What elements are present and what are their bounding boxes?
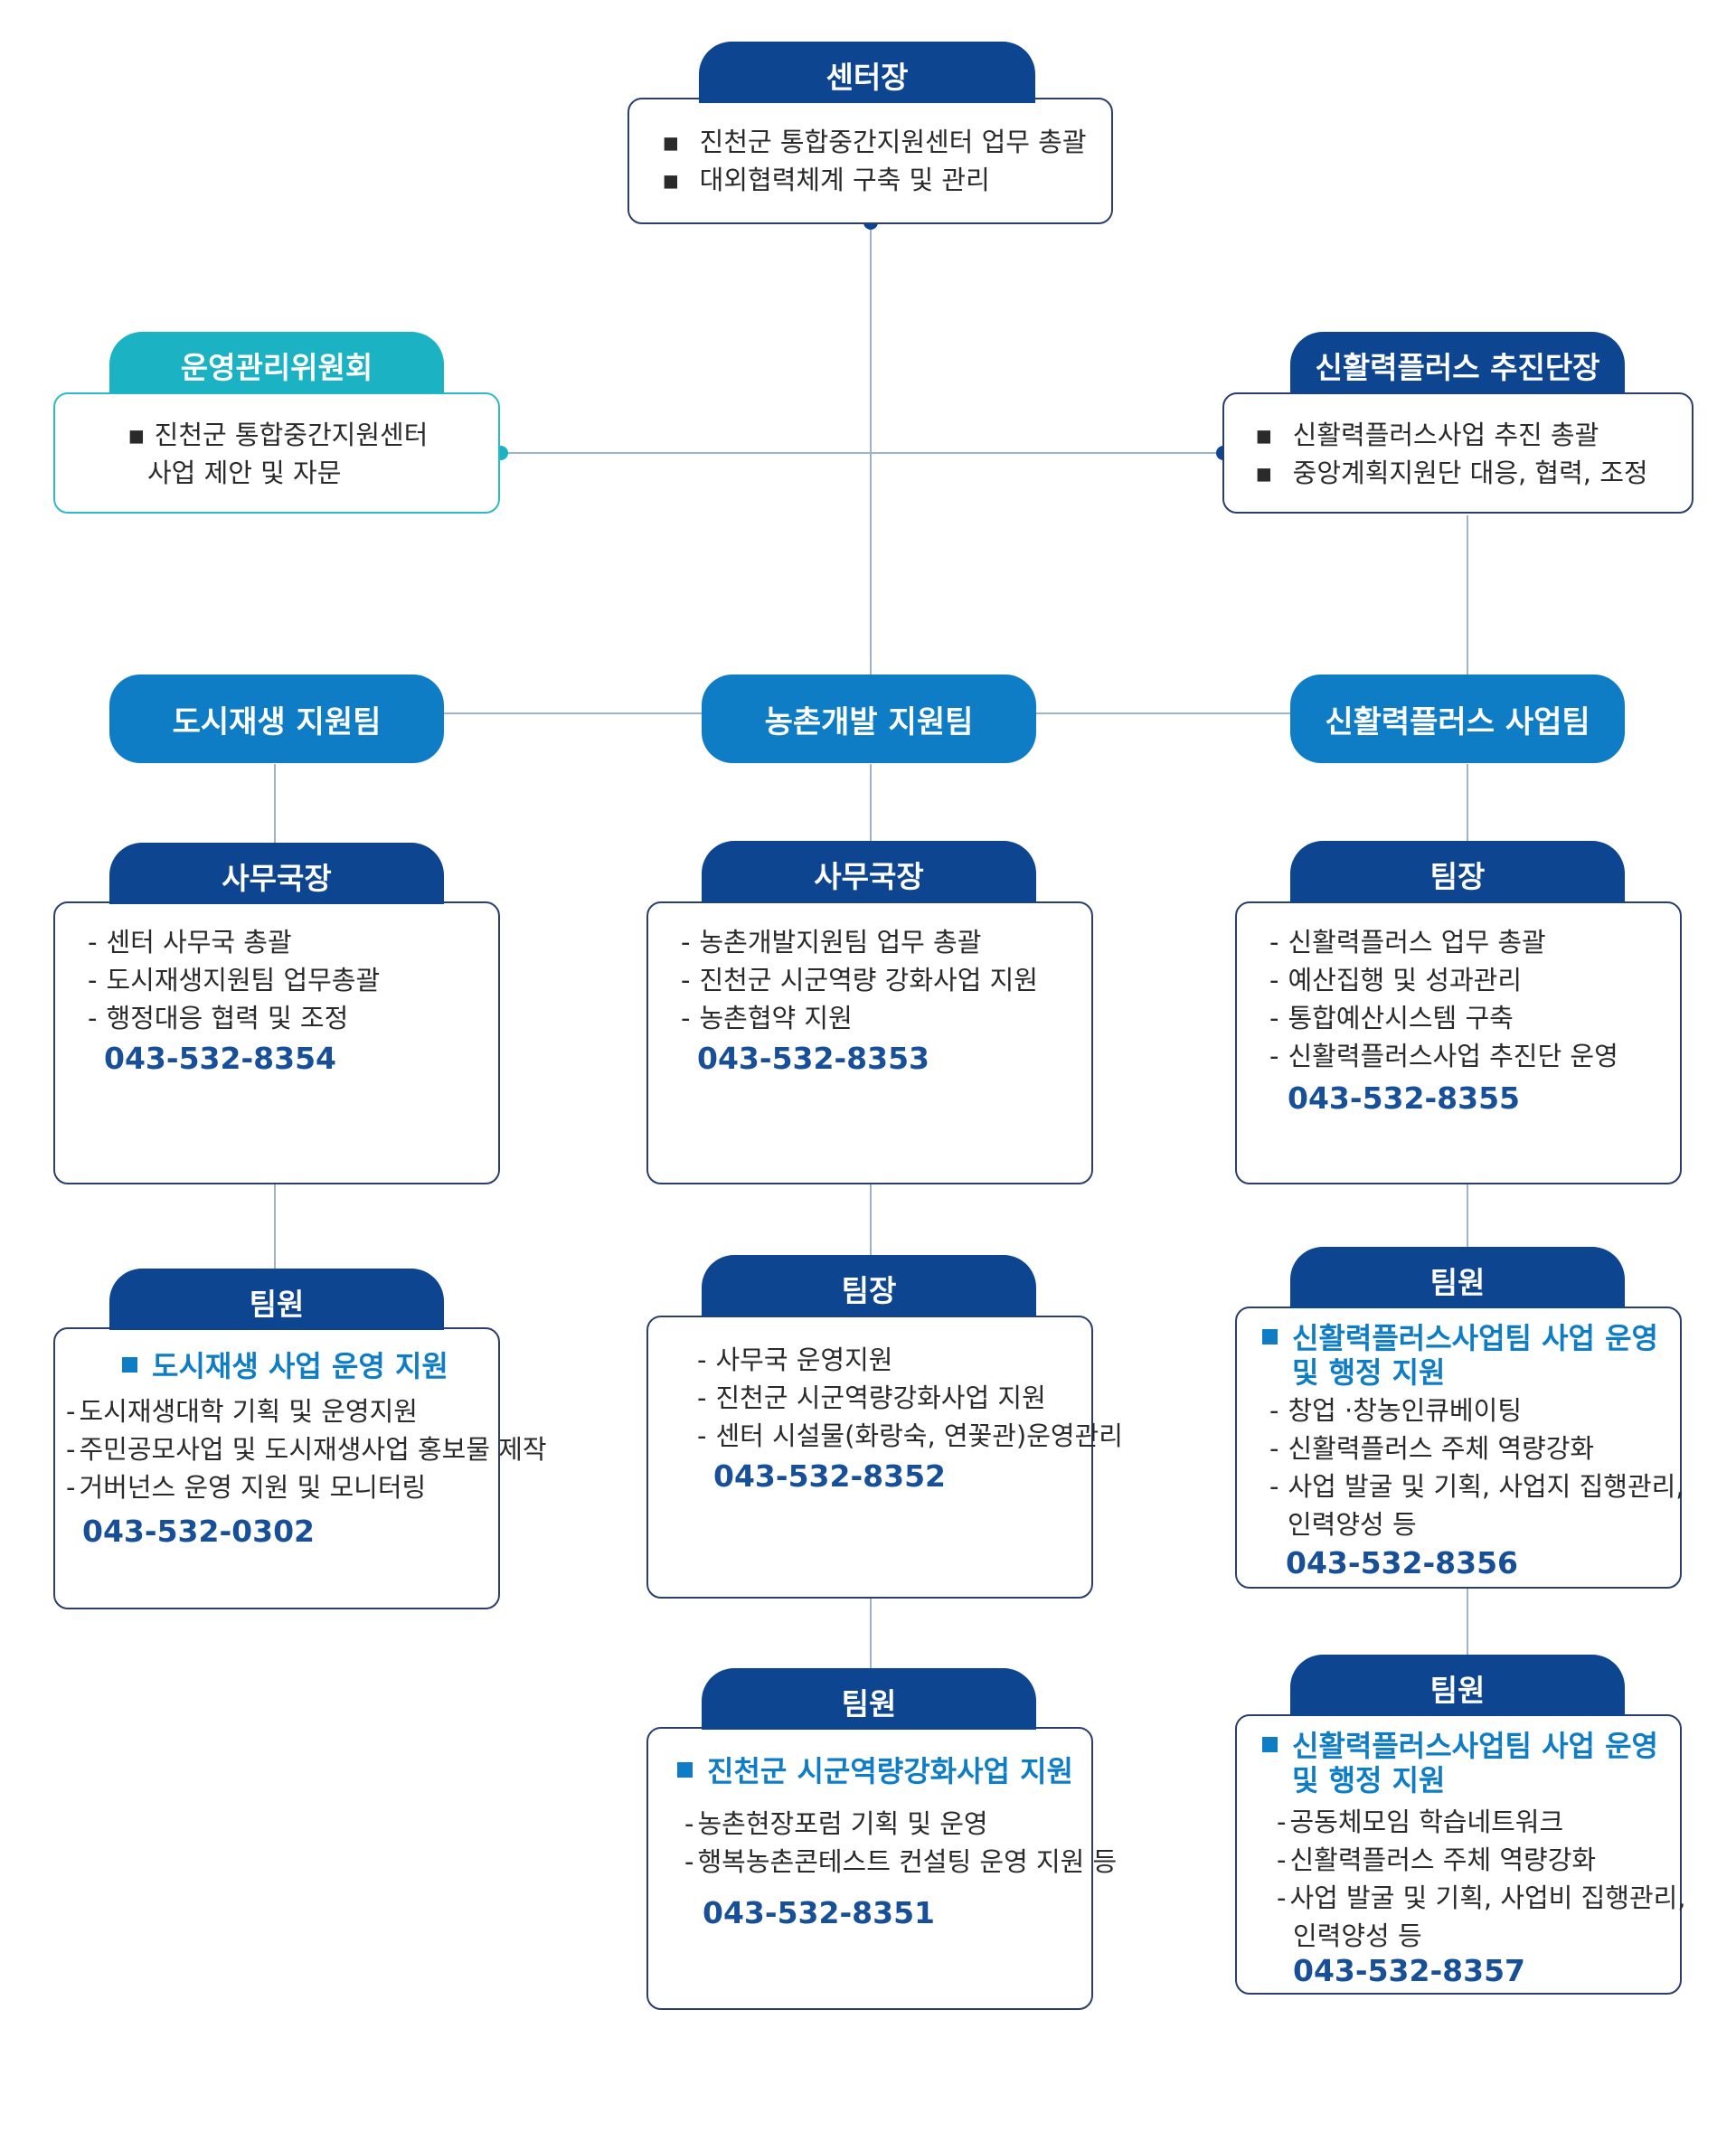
phone-number: 043-532-8351: [703, 1895, 936, 1930]
director-box: ▪진천군 통합중간지원센터 업무 총괄 ▪대외협력체계 구축 및 관리: [627, 98, 1113, 224]
bullet-marker: ▪: [127, 420, 146, 450]
committee-tab: 운영관리위원회: [109, 332, 444, 393]
bullet-marker: ▪: [1255, 420, 1273, 450]
urban-secretary-tab: 사무국장: [109, 843, 444, 904]
urban-member-items: -도시재생대학 기획 및 운영지원 -주민공모사업 및 도시재생사업 홍보물 제…: [66, 1392, 547, 1506]
list-item: ▪신활력플러스사업 추진 총괄: [1255, 416, 1648, 454]
square-bullet-icon: [122, 1357, 137, 1373]
list-item: -농촌현장포럼 기획 및 운영: [684, 1808, 988, 1839]
phone-number: 043-532-8352: [713, 1458, 947, 1494]
rural-leader-tab: 팀장: [702, 1255, 1036, 1316]
phone-number: 043-532-0302: [82, 1514, 316, 1549]
plus-member2-items: -공동체모임 학습네트워크 -신활력플러스 주체 역량강화 -사업 발굴 및 기…: [1277, 1803, 1686, 1955]
list-item: -신활력플러스 업무 총괄: [1269, 927, 1546, 958]
list-item: -농촌협약 지원: [681, 1003, 853, 1033]
square-bullet-icon: [1262, 1329, 1278, 1344]
phone-number: 043-532-8353: [697, 1041, 930, 1076]
phone-number: 043-532-8357: [1293, 1953, 1526, 1988]
section-heading: 도시재생 사업 운영 지원: [122, 1349, 448, 1383]
team-rural-pill: 농촌개발 지원팀: [702, 675, 1036, 763]
team-plus-pill: 신활력플러스 사업팀: [1290, 675, 1625, 763]
list-item: -예산집행 및 성과관리: [1269, 965, 1523, 995]
bullet-marker: ▪: [662, 165, 680, 195]
team-urban-pill: 도시재생 지원팀: [109, 675, 444, 763]
list-item: -사무국 운영지원: [697, 1344, 893, 1375]
section-heading: 진천군 시군역량강화사업 지원: [677, 1754, 1073, 1788]
bullet-marker: ▪: [662, 127, 680, 157]
plus-member1-tab: 팀원: [1290, 1247, 1625, 1308]
phone-number: 043-532-8355: [1288, 1080, 1521, 1116]
list-item: 인력양성 등: [1288, 1509, 1417, 1540]
list-item: -거버넌스 운영 지원 및 모니터링: [66, 1472, 427, 1503]
plus-member2-tab: 팀원: [1290, 1655, 1625, 1716]
list-item: -주민공모사업 및 도시재생사업 홍보물 제작: [66, 1434, 547, 1465]
director-items: ▪진천군 통합중간지원센터 업무 총괄 ▪대외협력체계 구축 및 관리: [662, 123, 1087, 199]
list-item: ▪진천군 통합중간지원센터: [127, 416, 428, 454]
list-item: -농촌개발지원팀 업무 총괄: [681, 927, 982, 958]
rural-member-items: -농촌현장포럼 기획 및 운영 -행복농촌콘테스트 컨설팅 운영 지원 등: [684, 1805, 1117, 1881]
list-item: ▪진천군 통합중간지원센터 업무 총괄: [662, 123, 1087, 161]
rural-member-box: 진천군 시군역량강화사업 지원 -농촌현장포럼 기획 및 운영 -행복농촌콘테스…: [646, 1727, 1117, 2010]
phone-number: 043-532-8356: [1286, 1545, 1519, 1580]
director-tab: 센터장: [699, 42, 1035, 103]
plus-head-items: ▪신활력플러스사업 추진 총괄 ▪중앙계획지원단 대응, 협력, 조정: [1255, 416, 1648, 492]
urban-member-box: 도시재생 사업 운영 지원 -도시재생대학 기획 및 운영지원 -주민공모사업 …: [53, 1327, 547, 1609]
list-item: -신활력플러스 주체 역량강화: [1269, 1433, 1595, 1464]
phone-number: 043-532-8354: [104, 1041, 337, 1076]
plus-leader-tab: 팀장: [1290, 841, 1625, 902]
plus-head-tab: 신활력플러스 추진단장: [1290, 332, 1625, 393]
list-item: 사업 제안 및 자문: [147, 458, 342, 488]
list-item: 인력양성 등: [1293, 1920, 1422, 1951]
plus-member1-items: -창업 ·창농인큐베이팅 -신활력플러스 주체 역량강화 -사업 발굴 및 기획…: [1269, 1392, 1684, 1543]
list-item: -센터 시설물(화랑숙, 연꽃관)운영관리: [697, 1420, 1123, 1451]
rural-member-tab: 팀원: [702, 1668, 1036, 1730]
rural-secretary-box: -농촌개발지원팀 업무 총괄 -진천군 시군역량 강화사업 지원 -농촌협약 지…: [646, 901, 1093, 1184]
rural-secretary-tab: 사무국장: [702, 841, 1036, 902]
list-item: -신활력플러스사업 추진단 운영: [1269, 1041, 1618, 1071]
rural-leader-box: -사무국 운영지원 -진천군 시군역량강화사업 지원 -센터 시설물(화랑숙, …: [646, 1316, 1123, 1599]
urban-secretary-items: -센터 사무국 총괄 -도시재생지원팀 업무총괄 -행정대응 협력 및 조정: [88, 923, 380, 1037]
list-item: -사업 발굴 및 기획, 사업지 집행관리,: [1269, 1471, 1684, 1502]
list-item: -진천군 시군역량강화사업 지원: [697, 1382, 1046, 1413]
list-item: -신활력플러스 주체 역량강화: [1277, 1844, 1597, 1875]
square-bullet-icon: [1262, 1737, 1278, 1752]
list-item: -창업 ·창농인큐베이팅: [1269, 1395, 1523, 1426]
plus-head-box: ▪신활력플러스사업 추진 총괄 ▪중앙계획지원단 대응, 협력, 조정: [1222, 392, 1694, 514]
list-item: -진천군 시군역량 강화사업 지원: [681, 965, 1038, 995]
list-item: -도시재생지원팀 업무총괄: [88, 965, 381, 995]
urban-member-tab: 팀원: [109, 1269, 444, 1330]
plus-leader-box: -신활력플러스 업무 총괄 -예산집행 및 성과관리 -통합예산시스템 구축 -…: [1235, 901, 1682, 1184]
plus-leader-items: -신활력플러스 업무 총괄 -예산집행 및 성과관리 -통합예산시스템 구축 -…: [1269, 923, 1618, 1075]
rural-leader-items: -사무국 운영지원 -진천군 시군역량강화사업 지원 -센터 시설물(화랑숙, …: [697, 1341, 1123, 1455]
list-item: -사업 발굴 및 기획, 사업비 집행관리,: [1277, 1882, 1686, 1913]
list-item: -행복농촌콘테스트 컨설팅 운영 지원 등: [684, 1846, 1118, 1877]
list-item: ▪대외협력체계 구축 및 관리: [662, 161, 1087, 199]
rural-secretary-items: -농촌개발지원팀 업무 총괄 -진천군 시군역량 강화사업 지원 -농촌협약 지…: [681, 923, 1038, 1037]
urban-secretary-box: -센터 사무국 총괄 -도시재생지원팀 업무총괄 -행정대응 협력 및 조정 0…: [53, 901, 500, 1184]
committee-items: ▪진천군 통합중간지원센터 사업 제안 및 자문: [127, 416, 428, 492]
list-item: -도시재생대학 기획 및 운영지원: [66, 1396, 418, 1427]
square-bullet-icon: [677, 1762, 693, 1778]
bullet-marker: ▪: [1255, 458, 1273, 488]
list-item: -공동체모임 학습네트워크: [1277, 1807, 1564, 1837]
list-item: ▪중앙계획지원단 대응, 협력, 조정: [1255, 454, 1648, 492]
list-item: -행정대응 협력 및 조정: [88, 1003, 349, 1033]
list-item: -통합예산시스템 구축: [1269, 1003, 1514, 1033]
list-item: -센터 사무국 총괄: [88, 927, 292, 958]
committee-box: ▪진천군 통합중간지원센터 사업 제안 및 자문: [53, 392, 500, 514]
